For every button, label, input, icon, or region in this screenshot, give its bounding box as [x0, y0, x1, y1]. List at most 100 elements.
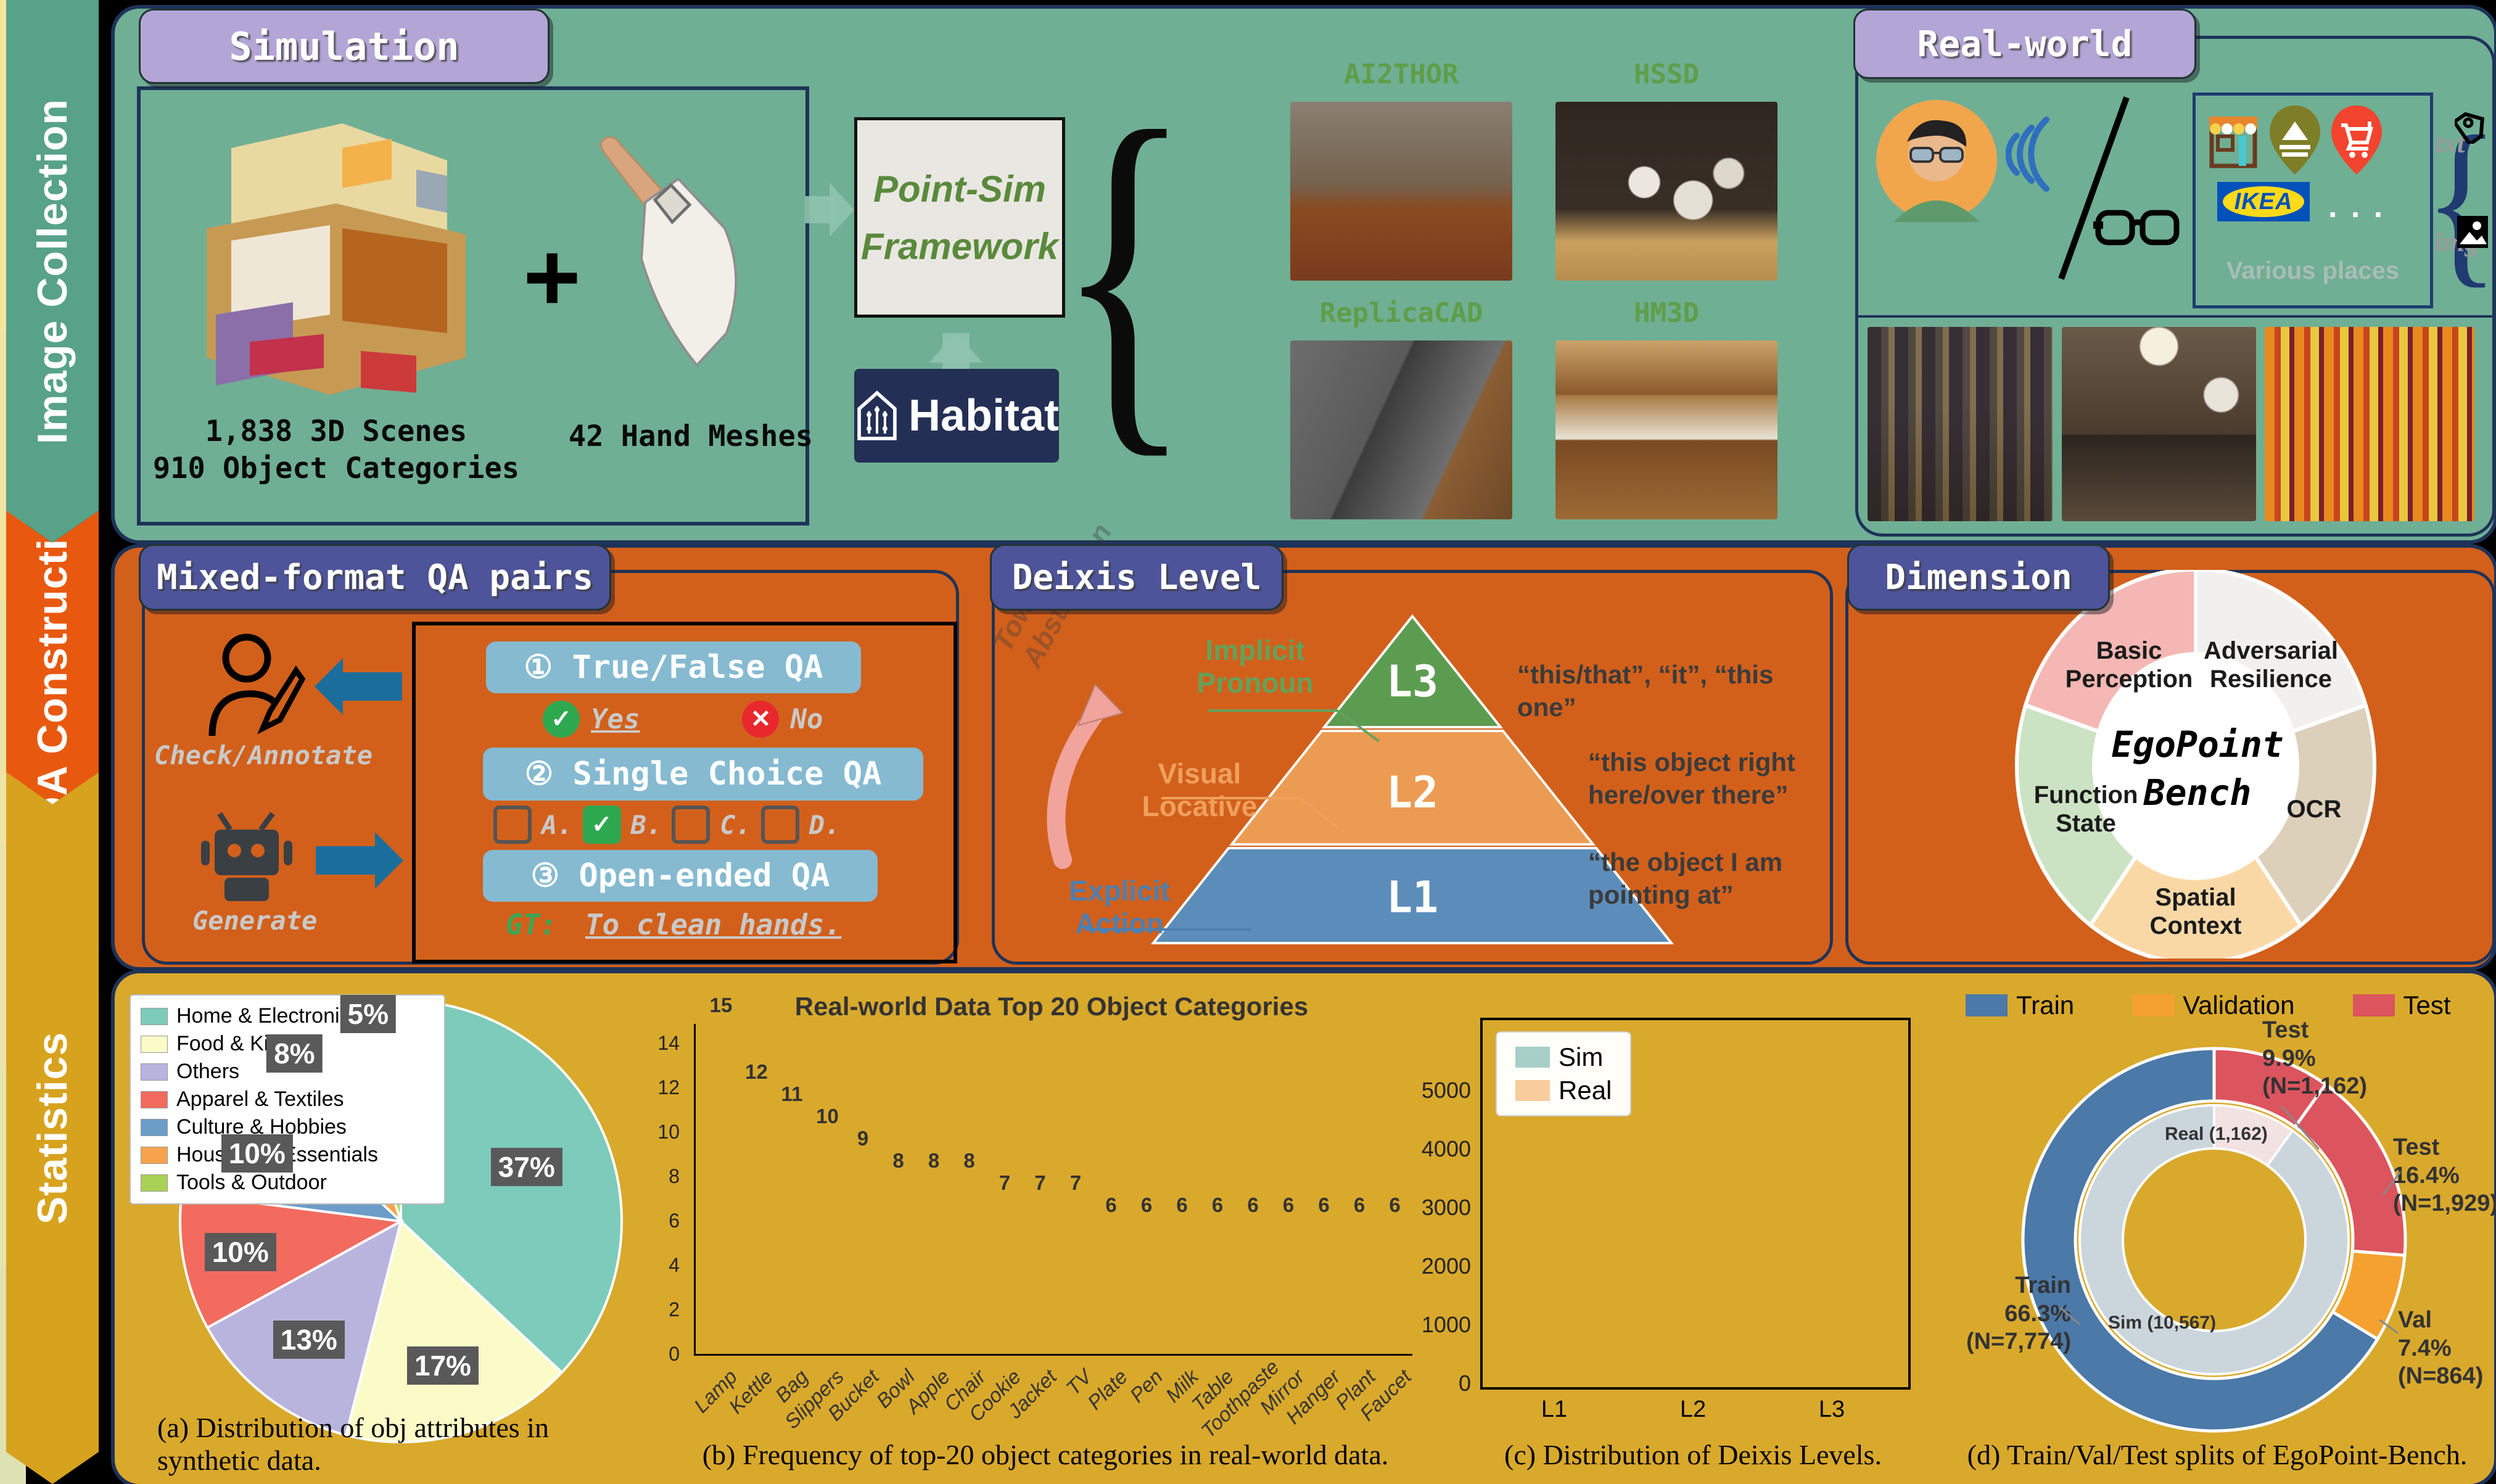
bar-chart-y-tick: 12: [657, 1076, 680, 1099]
outer-Train: [2021, 1047, 2380, 1433]
l3-name: Implicit Pronoun: [1197, 634, 1314, 699]
deixis-x-label: L3: [1818, 1396, 1845, 1422]
pie-legend-swatch: [141, 1035, 168, 1053]
bar-value-label: 7: [999, 1171, 1011, 1194]
dimension-segment-label-line: Function: [2033, 781, 2138, 809]
split-label-line: 66.3%: [2004, 1300, 2071, 1327]
bar-value-label: 6: [1211, 1193, 1224, 1216]
pie-percent-label: 13%: [273, 1321, 345, 1359]
deixis-legend-row: Sim: [1515, 1042, 1612, 1072]
choice-c-checkbox: [672, 806, 710, 844]
pie-legend-label: Others: [176, 1060, 240, 1083]
pie-percent-label: 8%: [266, 1034, 323, 1073]
split-label-line: (N=1,929): [2393, 1190, 2496, 1217]
generate-arrow: [316, 846, 375, 875]
real-photo-showroom: [2062, 327, 2256, 521]
dimension-segment-label-line: State: [2056, 810, 2116, 837]
caption-a: (a) Distribution of obj attributes in sy…: [157, 1412, 549, 1476]
bar-value-label: 6: [1105, 1193, 1117, 1216]
deixis-legend-label: Sim: [1559, 1042, 1604, 1071]
bar-chart-y-axis: [694, 1024, 696, 1355]
bar-value-label: 6: [1353, 1193, 1365, 1216]
generate-label: Generate: [192, 905, 318, 936]
ikea-logo: IKEA: [2217, 182, 2310, 221]
dimension-segment-label-line: Perception: [2065, 666, 2193, 693]
deixis-y-tick: 0: [1458, 1371, 1471, 1396]
habitat-house-icon: [857, 390, 897, 440]
pie-percent-label: 10%: [204, 1232, 276, 1271]
hssd-screenshot: [1555, 102, 1777, 281]
train-val-test-donut: [2021, 1047, 2407, 1433]
deixis-legend-swatch: [1515, 1047, 1550, 1068]
ellipsis-more-places: . . .: [2328, 189, 2386, 225]
bar-chart-y-tick: 2: [669, 1298, 680, 1321]
shopping-cart-pin-icon: [2331, 105, 2382, 175]
egopoint-bench-label: EgoPoint Bench: [2111, 723, 2284, 814]
choices-row: A. ✓ B. C. D.: [493, 806, 840, 844]
bar-value-label: 8: [928, 1149, 940, 1172]
l2-quote: “this object right here/over there”: [1588, 748, 1795, 809]
pie-legend-label: Home & Electronics: [176, 1004, 361, 1028]
various-places-caption: Various places: [2226, 257, 2400, 284]
deixis-x-label: L1: [1541, 1396, 1568, 1422]
simulation-badge: Simulation: [139, 9, 550, 84]
3d-scene-image: [207, 123, 466, 395]
dimension-badge: Dimension: [1847, 544, 2110, 611]
deixis-y-tick: 5000: [1421, 1078, 1471, 1103]
brace-txt-img: {: [2424, 98, 2496, 303]
split-legend-label: Train: [2016, 991, 2075, 1020]
l3-quote: “this/that”, “it”, “this one”: [1517, 660, 1774, 722]
pie-legend-label: Apparel & Textiles: [176, 1087, 344, 1111]
pie-legend-row: Others: [141, 1060, 434, 1084]
choice-d-checkbox: [760, 806, 799, 844]
inner-real-label: Real (1,162): [2165, 1124, 2268, 1144]
choice-b-checkbox-checked: ✓: [582, 806, 621, 844]
pie-legend-swatch: [141, 1090, 168, 1108]
pie-legend-label: Tools & Outdoor: [176, 1171, 327, 1194]
bar-value-label: 10: [816, 1105, 839, 1127]
split-legend-item: Train: [1966, 991, 2074, 1020]
pie-slice-1: [344, 1219, 564, 1443]
split-label-line: Train: [2015, 1272, 2071, 1298]
hand-meshes-label: 42 Hand Meshes: [568, 419, 813, 453]
bar-value-label: 7: [1034, 1171, 1046, 1194]
bar-value-label: 6: [1247, 1193, 1259, 1216]
bar-value-label: 6: [1282, 1193, 1295, 1216]
bar-chart-x-axis: [694, 1354, 1412, 1356]
brace-left: {: [1056, 52, 1193, 488]
bar-chart-y-tick: 8: [669, 1165, 680, 1187]
l1-name: Explicit Action: [1069, 875, 1170, 939]
sim-source-label-replicacad: ReplicaCAD: [1319, 297, 1483, 329]
split-legend-label: Test: [2403, 991, 2451, 1020]
hand-mesh-image: [600, 136, 738, 368]
hm3d-screenshot: [1555, 340, 1777, 519]
pie-legend-swatch: [141, 1007, 168, 1025]
choice-c-label: C.: [720, 809, 751, 840]
pie-legend-row: Tools & Outdoor: [141, 1171, 434, 1195]
deixis-level-badge: Deixis Level: [990, 544, 1283, 611]
cross-circle-icon: ✕: [742, 701, 780, 738]
habitat-logo: Habitat: [854, 369, 1059, 463]
bar-chart-y-tick: 4: [669, 1254, 680, 1276]
yes-label: Yes: [591, 703, 640, 735]
svg-text:L1: L1: [1386, 872, 1438, 923]
sim-source-label-hm3d: HM3D: [1634, 297, 1699, 329]
choice-b-label: B.: [630, 809, 662, 840]
deixis-y-tick: 1000: [1421, 1312, 1471, 1337]
real-world-badge: Real-world: [1853, 9, 2196, 79]
pie-legend-swatch: [141, 1146, 168, 1164]
smart-glasses-icon: [2093, 210, 2180, 245]
dimension-segment-label-line: Context: [2149, 912, 2242, 939]
bar-chart-y-tick: 10: [657, 1121, 680, 1143]
person-with-smart-glasses-avatar: [1876, 100, 1997, 222]
framework-title-line2: Framework: [860, 225, 1059, 267]
replicacad-screenshot: [1290, 340, 1512, 519]
split-label-line: 16.4%: [2393, 1162, 2460, 1189]
svg-text:L2: L2: [1386, 767, 1438, 818]
